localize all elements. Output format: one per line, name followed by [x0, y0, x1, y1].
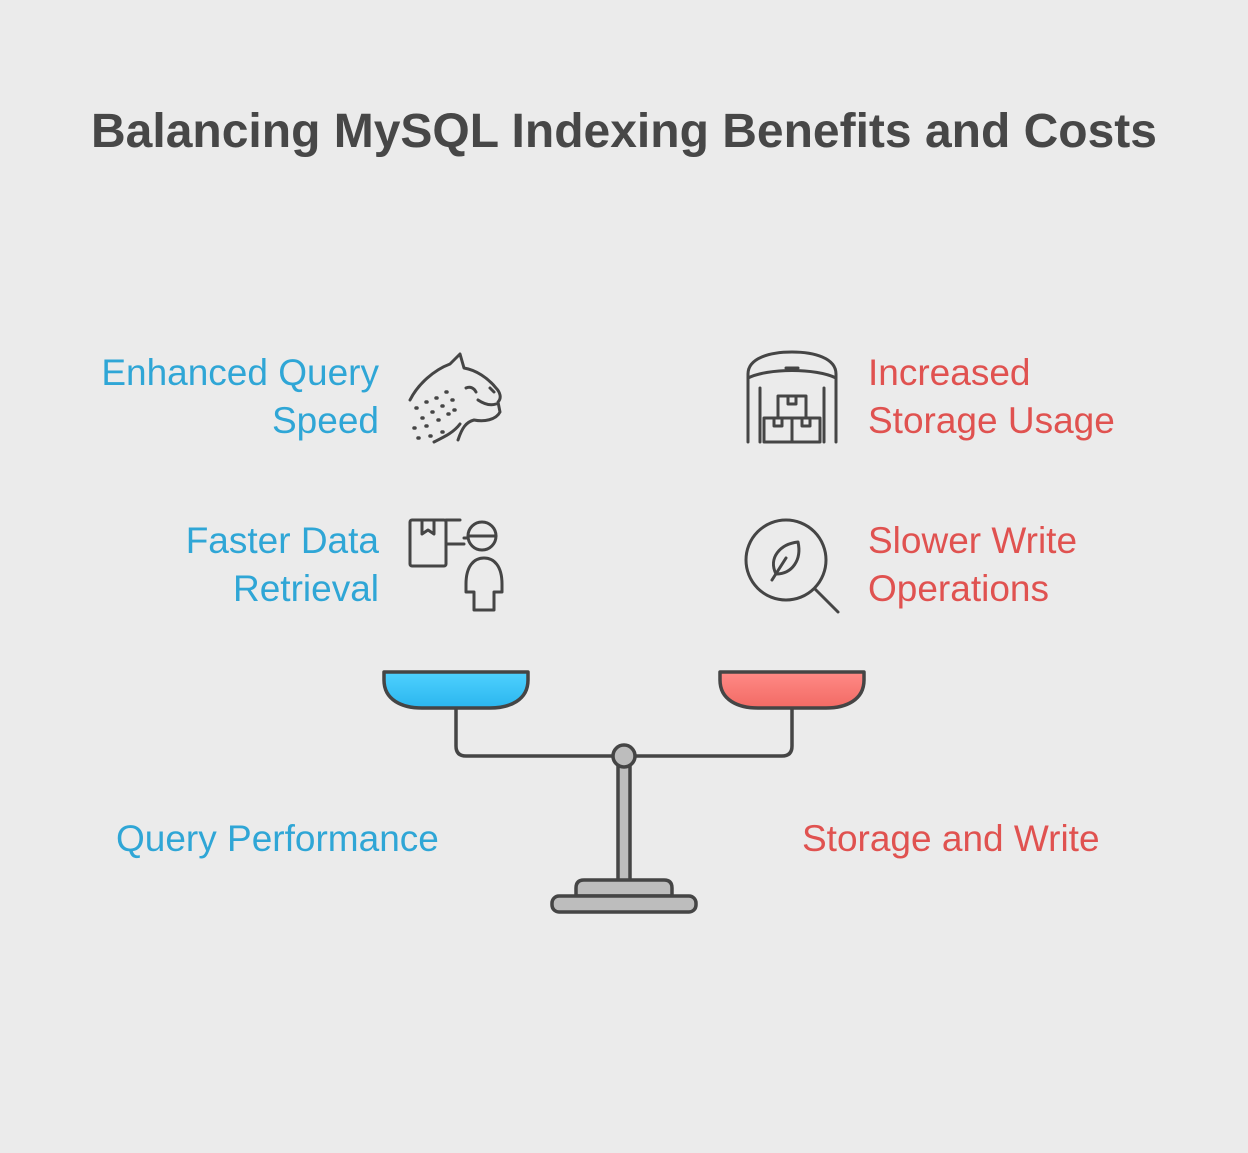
cheetah-icon	[408, 352, 502, 444]
page-title: Balancing MySQL Indexing Benefits and Co…	[91, 105, 1157, 158]
magnifier-leaf-icon	[744, 518, 840, 614]
scale-base-lower	[550, 894, 698, 914]
scale-base-upper	[574, 878, 674, 898]
query-performance-label: Query Performance	[116, 818, 439, 859]
scale-pan-left	[382, 670, 530, 710]
cost-increased-storage-label: Increased Storage Usage	[868, 352, 1115, 441]
cost-slower-write-label: Slower Write Operations	[868, 520, 1078, 609]
storage-and-write-label: Storage and Write	[802, 818, 1100, 859]
warehouse-boxes-icon	[746, 350, 838, 444]
benefit-faster-data-retrieval-label: Faster Data Retrieval	[185, 520, 379, 609]
scale-pivot	[611, 743, 637, 769]
benefit-enhanced-query-speed-label: Enhanced Query Speed	[101, 352, 379, 441]
scale-pan-right	[718, 670, 866, 710]
scale-post	[616, 764, 632, 884]
delivery-person-icon	[408, 518, 504, 612]
